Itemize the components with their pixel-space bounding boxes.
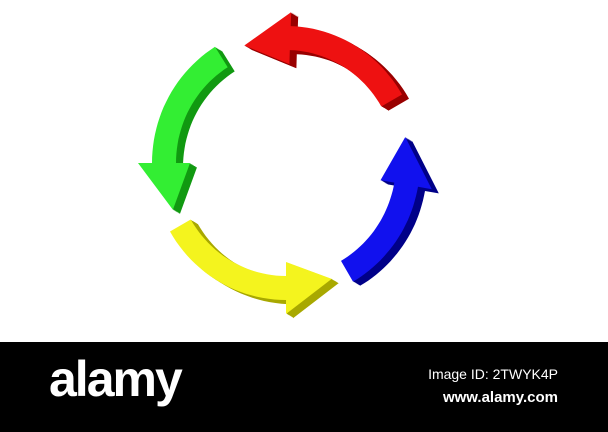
green-arrow-face [138,46,228,210]
cycle-diagram-svg [138,12,439,319]
watermark-bar: alamy Image ID: 2TWYK4P www.alamy.com [0,342,608,432]
site-url: www.alamy.com [442,389,558,406]
red-arrow-face [244,12,402,107]
green-arrow [138,46,235,214]
blue-arrow [341,137,439,286]
yellow-arrow-face [170,219,332,314]
image-id-label: Image ID: 2TWYK4P [428,366,558,382]
cycle-diagram [138,12,439,319]
red-arrow [244,12,409,111]
brand-logo: alamy [49,351,183,407]
yellow-arrow [170,219,339,319]
blue-arrow-face [341,137,432,282]
